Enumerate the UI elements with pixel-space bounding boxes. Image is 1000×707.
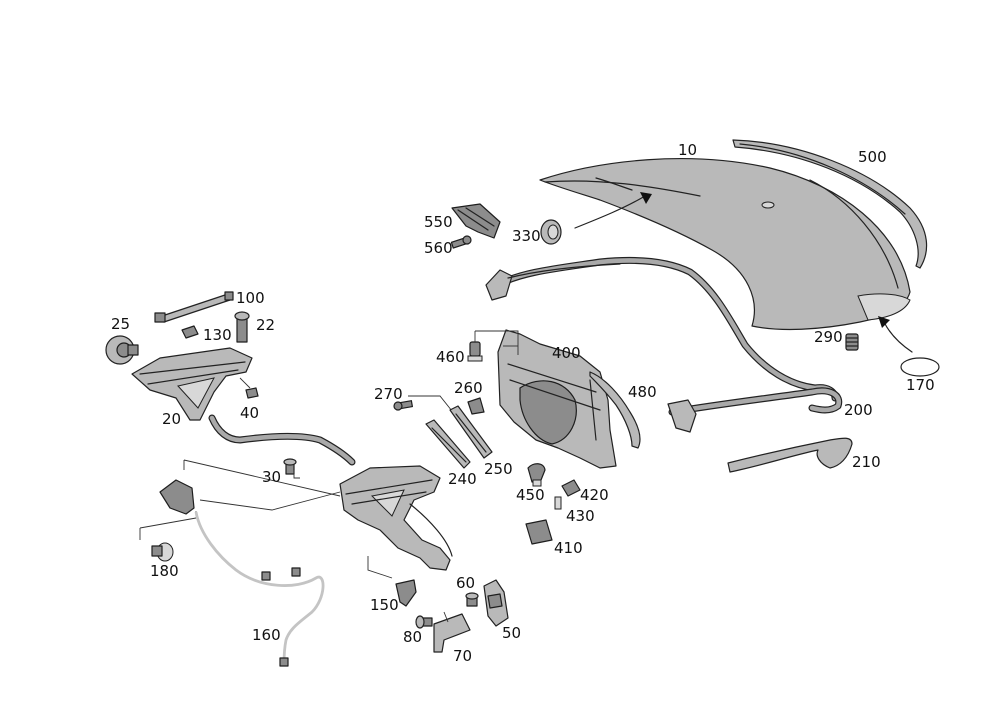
label-200: 200: [844, 401, 873, 419]
label-180: 180: [150, 562, 179, 580]
part-240-hinge-link: [425, 419, 471, 469]
part-130-nut: [181, 325, 199, 339]
label-270: 270: [374, 385, 403, 403]
part-22-bolt: [234, 311, 250, 343]
part-200-inner-frame: [485, 257, 843, 433]
part-430-pin: [554, 496, 562, 510]
part-hinge-right: [339, 465, 453, 571]
label-560: 560: [424, 239, 453, 257]
label-170: 170: [906, 376, 935, 394]
part-160-cable: [159, 479, 325, 667]
part-210-side-trim: [727, 437, 853, 473]
part-500-spoiler: [732, 139, 928, 269]
label-30: 30: [262, 468, 281, 486]
label-450: 450: [516, 486, 545, 504]
part-560-bolt: [450, 235, 472, 249]
part-20-hinge-left: [131, 347, 253, 421]
label-20: 20: [162, 410, 181, 428]
label-150: 150: [370, 596, 399, 614]
label-500: 500: [858, 148, 887, 166]
label-550: 550: [424, 213, 453, 231]
part-420-switch: [561, 479, 581, 497]
part-290-spring: [845, 333, 859, 351]
label-430: 430: [566, 507, 595, 525]
label-60: 60: [456, 574, 475, 592]
label-420: 420: [580, 486, 609, 504]
part-450-plug: [527, 463, 546, 487]
part-80-bolt: [415, 615, 433, 629]
label-130: 130: [203, 326, 232, 344]
part-25-bushing: [105, 335, 139, 365]
part-170-ring: [878, 316, 940, 377]
part-260-clip: [467, 397, 485, 415]
part-70-plate: [433, 613, 471, 653]
part-480-trim: [589, 371, 641, 449]
callout-labels: 10 500 550 560 330 100 22 130 25 290 170…: [111, 141, 935, 665]
label-400: 400: [552, 344, 581, 362]
label-250: 250: [484, 460, 513, 478]
label-260: 260: [454, 379, 483, 397]
part-180-cap: [151, 542, 174, 562]
label-40: 40: [240, 404, 259, 422]
part-60-bolt: [465, 592, 479, 607]
part-100-gas-strut: [154, 291, 234, 323]
part-50-bracket: [483, 579, 509, 627]
label-330: 330: [512, 227, 541, 245]
part-250-hinge-link: [449, 405, 493, 459]
label-50: 50: [502, 624, 521, 642]
part-150-bracket: [395, 579, 417, 607]
part-330-grommet: [540, 192, 652, 245]
label-410: 410: [554, 539, 583, 557]
leader-lines: [139, 459, 449, 623]
label-460: 460: [436, 348, 465, 366]
part-410-actuator: [525, 519, 553, 545]
label-290: 290: [814, 328, 843, 346]
part-30-bolt: [283, 458, 297, 475]
label-22: 22: [256, 316, 275, 334]
label-210: 210: [852, 453, 881, 471]
part-10-trunk-lid: [539, 158, 911, 331]
part-40-nut: [239, 377, 259, 399]
part-270-bolt: [393, 395, 457, 417]
label-160: 160: [252, 626, 281, 644]
label-10: 10: [678, 141, 697, 159]
label-100: 100: [236, 289, 265, 307]
part-400-inner-structure: [497, 329, 617, 469]
rod-bow: [208, 414, 356, 466]
part-550-bracket: [451, 203, 501, 239]
label-25: 25: [111, 315, 130, 333]
label-80: 80: [403, 628, 422, 646]
label-480: 480: [628, 383, 657, 401]
part-460-buffer: [467, 330, 519, 362]
label-240: 240: [448, 470, 477, 488]
label-70: 70: [453, 647, 472, 665]
